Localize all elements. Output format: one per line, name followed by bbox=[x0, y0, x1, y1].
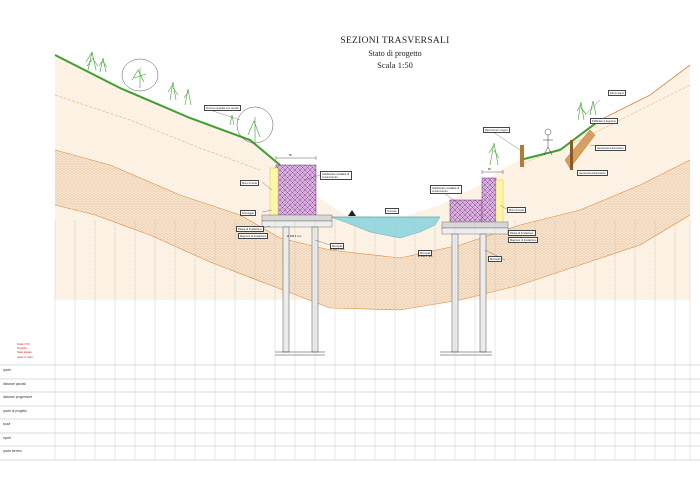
row-label: quote terreno bbox=[3, 449, 22, 453]
profile-table bbox=[0, 364, 700, 461]
label-right-note: Geostuoia antierosione bbox=[595, 145, 626, 151]
label-right-wall: Muro di testa bbox=[507, 207, 526, 213]
drawing-subtitle: Stato di progetto bbox=[368, 49, 422, 58]
water-channel bbox=[329, 216, 441, 239]
label-left-wall: Muro di testa bbox=[240, 180, 259, 186]
label-left-piles: Micropali bbox=[330, 243, 345, 249]
row-label: distanze parziali bbox=[3, 382, 26, 386]
label-right-note-2: Geostuoia antierosione bbox=[577, 170, 608, 176]
row-label: riporti bbox=[3, 436, 11, 440]
label-left-gabion: Gabbionata metallica di contenimento bbox=[320, 171, 352, 180]
right-slope-works bbox=[520, 128, 596, 170]
row-label: quote di progetto bbox=[3, 409, 27, 413]
label-left-foundation2: Magrone di fondazione bbox=[238, 233, 269, 239]
row-label: quote bbox=[3, 368, 11, 372]
label-right-slope: Palificata in legname bbox=[590, 118, 618, 124]
legend-item: Stato attuale bbox=[17, 351, 32, 355]
legend-item: quote in metri bbox=[17, 355, 33, 359]
left-gabion-wall bbox=[261, 164, 333, 228]
label-right-top: Recinzione in legno bbox=[483, 127, 510, 133]
label-right-gabion: Gabbionata metallica di contenimento bbox=[430, 185, 462, 194]
vegetation-left bbox=[85, 51, 274, 144]
label-left-drain: Drenaggio bbox=[240, 210, 256, 216]
row-label: scavi bbox=[3, 422, 11, 426]
label-right-pile-note: Ø 168.3 mm bbox=[418, 255, 433, 258]
drawing-title: SEZIONI TRASVERSALI bbox=[340, 36, 450, 46]
label-right-foundation: Platea di fondazione bbox=[508, 230, 536, 236]
legend-item: Scala 1:50 bbox=[17, 343, 30, 346]
label-left-pile-note: Ø 168.3 mm bbox=[330, 248, 345, 251]
ground-surface-right bbox=[519, 119, 601, 161]
legend: Scala 1:50 Progetto Stato attuale quote … bbox=[17, 343, 33, 360]
label-left-top: Terreno vegetale con pendio bbox=[204, 105, 241, 111]
legend-item: Progetto bbox=[17, 347, 27, 351]
label-water: Torrente bbox=[385, 208, 399, 214]
label-right-piles-2: Micropali bbox=[488, 256, 503, 262]
ground-surface-left bbox=[54, 54, 281, 166]
label-left-pile-diameter: Ø 168.3 mm bbox=[287, 235, 302, 238]
label-right-post: Pali in legno bbox=[608, 90, 627, 96]
label-left-foundation: Platea di fondazione bbox=[236, 226, 264, 232]
label-right-piles: Micropali bbox=[418, 250, 433, 256]
dimension-right: 80 bbox=[488, 168, 491, 171]
row-label: distanze progressive bbox=[3, 395, 33, 399]
drawing-scale: Scala 1:50 bbox=[377, 60, 413, 70]
vegetation-right bbox=[488, 100, 597, 166]
label-right-foundation2: Magrone di fondazione bbox=[508, 237, 539, 243]
dimension-left: 80 bbox=[289, 154, 292, 157]
